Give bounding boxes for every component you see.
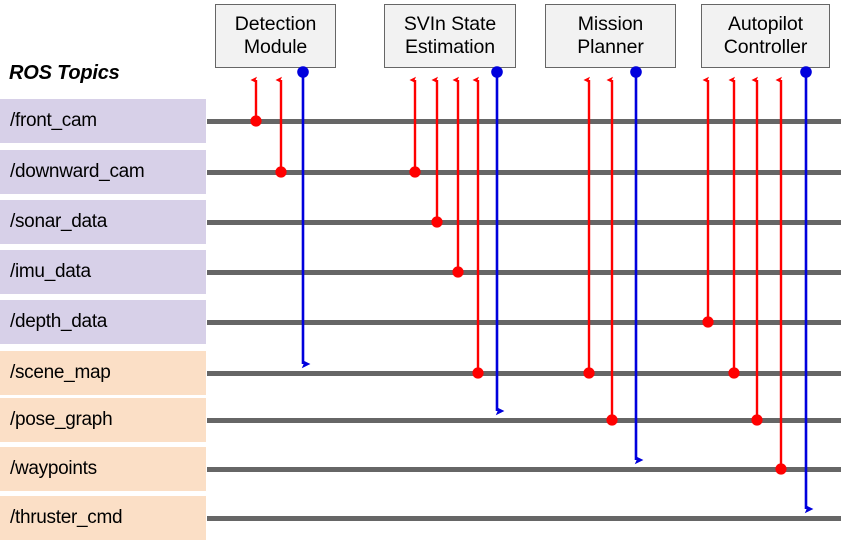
topic-line-downward_cam (207, 170, 841, 175)
module-label-line2: Estimation (404, 36, 496, 58)
module-label-line2: Controller (723, 36, 808, 58)
topic-label-front_cam[interactable]: /front_cam (0, 99, 206, 143)
topic-label-imu_data[interactable]: /imu_data (0, 250, 206, 294)
topic-line-front_cam (207, 119, 841, 124)
module-label-line2: Module (243, 36, 308, 58)
topic-line-pose_graph (207, 418, 841, 423)
topic-label-scene_map[interactable]: /scene_map (0, 351, 206, 395)
module-label-line1: Autopilot (727, 13, 803, 36)
topic-label-thruster_cmd[interactable]: /thruster_cmd (0, 496, 206, 540)
ros-topics-title: ROS Topics (9, 62, 120, 84)
topic-label-sonar_data[interactable]: /sonar_data (0, 200, 206, 244)
topic-line-imu_data (207, 270, 841, 275)
topic-line-scene_map (207, 371, 841, 376)
module-label-line2: Planner (577, 36, 644, 58)
module-label-line1: Detection (234, 13, 317, 36)
topic-label-waypoints[interactable]: /waypoints (0, 447, 206, 491)
topic-line-sonar_data (207, 220, 841, 225)
topic-label-downward_cam[interactable]: /downward_cam (0, 150, 206, 194)
topic-line-depth_data (207, 320, 841, 325)
topic-label-pose_graph[interactable]: /pose_graph (0, 398, 206, 442)
topic-label-depth_data[interactable]: /depth_data (0, 300, 206, 344)
module-label-line1: SVIn State (403, 13, 497, 36)
module-label-line1: Mission (577, 13, 644, 36)
topic-line-waypoints (207, 467, 841, 472)
topic-line-thruster_cmd (207, 516, 841, 521)
